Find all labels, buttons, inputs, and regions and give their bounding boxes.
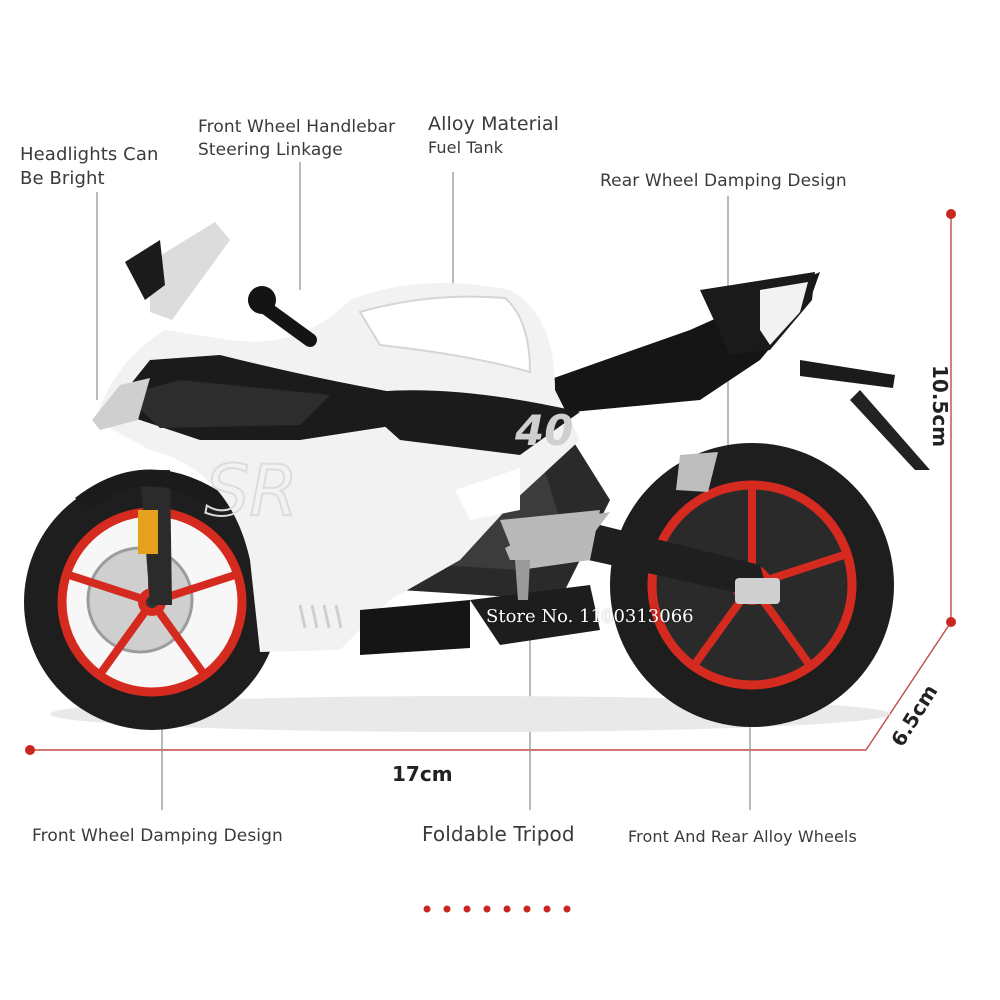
tripod-callout-line-1: Foldable Tripod (422, 822, 575, 846)
foot-peg-bracket (505, 512, 610, 600)
tail-section (520, 272, 930, 492)
store-watermark: Store No. 1100313066 (486, 606, 694, 627)
handlebar-callout: Front Wheel Handlebar Steering Linkage (198, 116, 395, 162)
carousel-dot[interactable] (483, 905, 491, 913)
carousel-dot[interactable] (543, 905, 551, 913)
front-damping-callout: Front Wheel Damping Design (32, 824, 283, 848)
carousel-dots (423, 905, 571, 913)
height-dimension-label: 10.5cm (928, 365, 952, 448)
length-dimension-label: 17cm (392, 762, 453, 786)
wheels-callout: Front And Rear Alloy Wheels (628, 825, 857, 849)
headlights-callout: Headlights Can Be Bright (20, 143, 158, 191)
carousel-dot[interactable] (563, 905, 571, 913)
front-fork (75, 469, 232, 605)
body-number: 40 (514, 406, 573, 455)
carousel-dot[interactable] (423, 905, 431, 913)
side-logo: SR (205, 450, 298, 532)
headlights-callout-line-2: Be Bright (20, 168, 105, 189)
wheels-callout-line-1: Front And Rear Alloy Wheels (628, 827, 857, 846)
fuel-tank-callout-line-2: Fuel Tank (428, 138, 504, 157)
handlebar-callout-line-2: Steering Linkage (198, 140, 343, 160)
fuel-tank-callout-line-1: Alloy Material (428, 113, 560, 135)
carousel-dot[interactable] (443, 905, 451, 913)
fuel-tank-callout: Alloy Material Fuel Tank (428, 112, 559, 160)
handlebar-callout-line-1: Front Wheel Handlebar (198, 117, 396, 137)
carousel-dot[interactable] (523, 905, 531, 913)
headlights-callout-line-1: Headlights Can (20, 144, 159, 165)
fairing: 40 SR (92, 222, 600, 655)
dimension-end-dots (25, 209, 956, 755)
carousel-dot[interactable] (463, 905, 471, 913)
dimension-lines (30, 214, 952, 751)
rear-damping-callout: Rear Wheel Damping Design (600, 169, 847, 193)
front-damping-callout-line-1: Front Wheel Damping Design (32, 826, 283, 846)
carousel-dot[interactable] (503, 905, 511, 913)
rear-damping-callout-line-1: Rear Wheel Damping Design (600, 171, 847, 191)
tripod-callout: Foldable Tripod (422, 822, 575, 846)
